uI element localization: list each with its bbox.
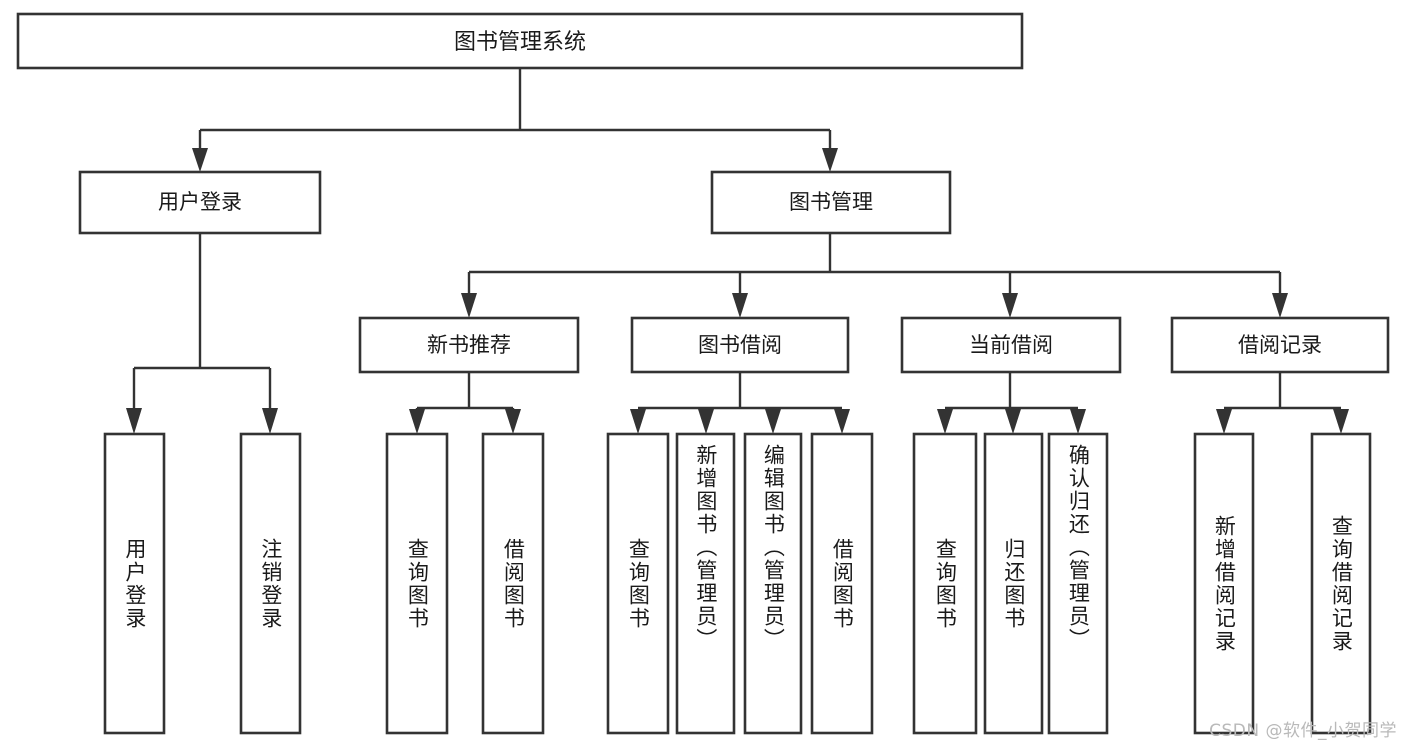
node-label-user-login: 用户登录: [158, 190, 242, 214]
leaf-box-current-borrow-1[interactable]: [912, 432, 978, 735]
node-box-book-manage[interactable]: [710, 170, 952, 235]
node-label-current-borrow: 当前借阅: [969, 333, 1053, 357]
arrow-book-borrow-leaf-3: [765, 409, 781, 434]
node-layer: 图书管理系统 用户登录 图书管理 新书推荐 图书借阅 当前借阅 借阅记录: [16, 12, 1390, 374]
node-label-book-borrow: 图书借阅: [698, 333, 782, 357]
leaf-box-book-borrow-3[interactable]: [743, 432, 803, 735]
leaf-box-new-book-2[interactable]: [481, 432, 545, 735]
arrow-to-current-borrow: [1002, 293, 1018, 318]
node-box-book-borrow[interactable]: [630, 316, 850, 374]
node-label-borrow-record: 借阅记录: [1238, 333, 1322, 357]
watermark-text: CSDN @软件_小贺同学: [1209, 721, 1397, 741]
leaf-box-borrow-record-2[interactable]: [1310, 432, 1372, 735]
node-label-root: 图书管理系统: [454, 30, 586, 55]
arrow-current-borrow-leaf-2: [1005, 409, 1021, 434]
connector-layer: [126, 68, 1349, 434]
leaf-box-book-borrow-2[interactable]: [675, 432, 736, 735]
leaf-box-new-book-1[interactable]: [385, 432, 449, 735]
leaf-box-book-borrow-4[interactable]: [810, 432, 874, 735]
arrow-book-borrow-leaf-2: [698, 409, 714, 434]
arrow-current-borrow-leaf-3: [1070, 409, 1086, 434]
leaf-layer: [103, 432, 1372, 735]
arrow-user-login-leaf-1: [126, 408, 142, 434]
node-label-book-manage: 图书管理: [789, 190, 873, 214]
leaf-box-current-borrow-3[interactable]: [1047, 432, 1109, 735]
leaf-box-user-login-1[interactable]: [103, 432, 166, 735]
leaf-box-user-login-2[interactable]: [239, 432, 302, 735]
arrow-to-new-book: [461, 293, 477, 318]
arrow-to-book-borrow: [732, 293, 748, 318]
node-box-root[interactable]: [16, 12, 1024, 70]
node-box-borrow-record[interactable]: [1170, 316, 1390, 374]
arrow-to-borrow-record: [1272, 293, 1288, 318]
leaf-box-current-borrow-2[interactable]: [983, 432, 1044, 735]
node-box-new-book-recommend[interactable]: [358, 316, 580, 374]
leaf-box-borrow-record-1[interactable]: [1193, 432, 1255, 735]
arrow-user-login-leaf-2: [262, 408, 278, 434]
arrow-new-book-leaf-1: [409, 409, 425, 434]
arrow-borrow-record-leaf-1: [1216, 409, 1232, 434]
node-box-current-borrow[interactable]: [900, 316, 1122, 374]
arrow-current-borrow-leaf-1: [937, 409, 953, 434]
node-label-new-book-recommend: 新书推荐: [427, 333, 511, 357]
arrow-borrow-record-leaf-2: [1333, 409, 1349, 434]
arrow-to-user-login: [192, 148, 208, 172]
arrow-new-book-leaf-2: [505, 409, 521, 434]
node-box-user-login[interactable]: [78, 170, 322, 235]
arrow-book-borrow-leaf-1: [630, 409, 646, 434]
arrow-to-book-manage: [822, 148, 838, 172]
arrow-book-borrow-leaf-4: [834, 409, 850, 434]
leaf-box-book-borrow-1[interactable]: [606, 432, 670, 735]
